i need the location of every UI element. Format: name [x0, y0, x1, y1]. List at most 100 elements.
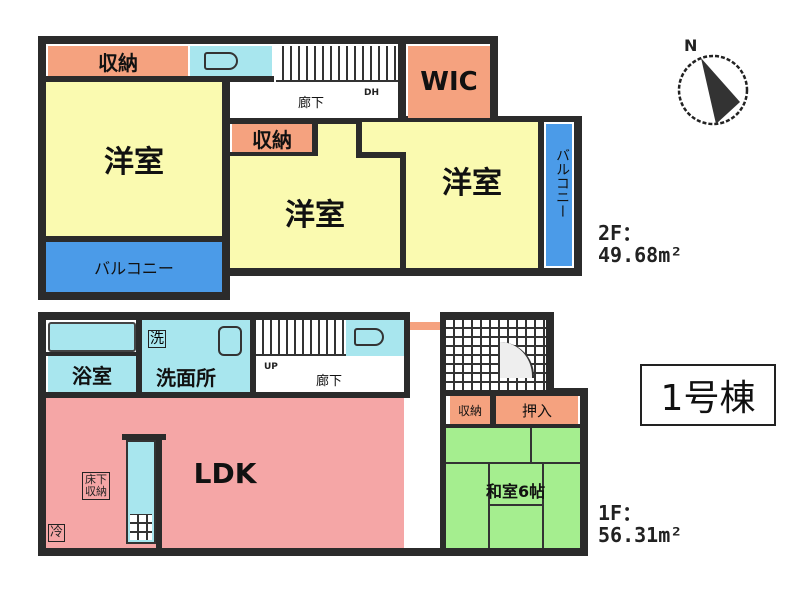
- wall: [38, 36, 498, 44]
- hallway-1f: UP 廊下: [256, 358, 404, 396]
- storage-2f-top-left: 収納: [48, 46, 188, 76]
- washer-mark: 洗: [148, 330, 166, 348]
- north-arrow-icon: [677, 54, 749, 126]
- fridge-mark: 冷: [48, 524, 66, 542]
- floor-2-label: 2F：: [598, 221, 643, 245]
- storage-2f-middle: 収納: [232, 124, 312, 152]
- dh-label: DH: [364, 88, 380, 98]
- wall: [136, 320, 142, 398]
- balcony-2f-right: バルコニー: [546, 124, 572, 266]
- tatami-line: [446, 462, 580, 464]
- kitchen-counter: [126, 440, 156, 544]
- room-label: 廊下: [298, 96, 325, 111]
- staircase-1f: [256, 320, 346, 356]
- wall: [538, 120, 544, 272]
- floor-2-area: 2F： 49.68m²: [598, 222, 682, 266]
- closet-oshiire: 押入: [496, 396, 578, 424]
- wall: [156, 434, 162, 548]
- wall: [312, 122, 318, 156]
- room-label: 洋室: [442, 166, 502, 201]
- wall: [46, 392, 410, 398]
- room-label: 和室6帖: [486, 482, 546, 501]
- compass-north-label: N: [684, 36, 698, 55]
- hallway-2f: 廊下 DH: [228, 84, 398, 118]
- western-room-2: 洋室: [230, 156, 400, 268]
- bathroom: 浴室: [48, 356, 136, 392]
- room-label: 浴室: [72, 363, 112, 388]
- floor-1-area-value: 56.31m²: [598, 523, 683, 547]
- western-room-3: 洋室: [406, 122, 538, 268]
- wall: [230, 152, 314, 156]
- wall: [222, 82, 230, 300]
- wall: [400, 152, 406, 272]
- western-room-3-upper: [362, 122, 406, 152]
- wall: [442, 312, 552, 320]
- entrance-porch: [446, 320, 500, 390]
- wall: [356, 152, 406, 158]
- kitchen-counter-wall: [122, 434, 166, 440]
- wall: [38, 36, 46, 300]
- room-label: 洋室: [104, 145, 164, 180]
- toilet-icon: [354, 328, 384, 346]
- toilet-icon: [204, 52, 238, 70]
- wall: [46, 352, 138, 356]
- storage-1f: 収納: [450, 396, 490, 424]
- room-label: 収納: [252, 127, 292, 152]
- floor-1-plan: 浴室 洗 洗面所 UP 廊下 LDK 床下収納 冷 収納 押入: [38, 312, 588, 568]
- tatami-line: [488, 464, 490, 548]
- tatami-line: [542, 464, 544, 548]
- wall: [38, 236, 230, 242]
- wall: [398, 36, 406, 122]
- bathtub: [48, 322, 136, 352]
- room-label: 収納: [98, 50, 138, 75]
- compass: N: [676, 36, 750, 126]
- wall: [38, 312, 46, 556]
- floor-2-plan: 収納 WIC 廊下 DH 洋室 バルコニー 収納 洋室 洋室: [38, 36, 586, 304]
- wall: [38, 76, 274, 82]
- wall: [250, 320, 256, 398]
- wall: [38, 312, 408, 320]
- toilet-1f: [346, 320, 406, 356]
- sink-icon: [218, 326, 242, 356]
- entrance-door-icon: [500, 342, 534, 378]
- room-label: 押入: [521, 401, 552, 420]
- room-label: 洗面所: [156, 366, 216, 390]
- room-label: 洋室: [285, 198, 345, 233]
- floor-2-area-value: 49.68m²: [598, 243, 683, 267]
- wall: [404, 312, 410, 398]
- underfloor-storage-mark: 床下収納: [82, 472, 110, 500]
- wall: [38, 548, 588, 556]
- entrance-shelf: [410, 322, 440, 330]
- wall: [228, 268, 580, 276]
- room-label: バルコニー: [94, 259, 174, 278]
- western-room-1: 洋室: [46, 82, 222, 236]
- wall: [490, 396, 496, 426]
- wall: [228, 118, 360, 124]
- floor-1-area: 1F： 56.31m²: [598, 502, 682, 546]
- stove-icon: [130, 514, 152, 540]
- floor-1-label: 1F：: [598, 501, 643, 525]
- wall: [546, 312, 554, 392]
- room-label: バルコニー: [554, 148, 570, 218]
- room-label: LDK: [193, 456, 257, 490]
- building-number: 1号棟: [660, 378, 756, 419]
- wall: [356, 120, 362, 156]
- ldk: LDK: [46, 398, 404, 548]
- walk-in-closet: WIC: [408, 46, 490, 118]
- wall: [38, 292, 228, 300]
- wall: [440, 312, 446, 556]
- wall: [446, 390, 586, 396]
- room-label: 廊下: [316, 374, 343, 389]
- building-label: 1号棟: [640, 364, 776, 426]
- porch-step: [500, 320, 546, 390]
- wall: [446, 424, 580, 428]
- tatami-line: [530, 428, 532, 462]
- washroom: 洗 洗面所: [142, 320, 250, 396]
- wall: [580, 388, 588, 556]
- wall: [358, 116, 582, 122]
- toilet-2f: [190, 46, 272, 76]
- entrance-hall: [410, 332, 440, 432]
- staircase-2f: [276, 46, 400, 82]
- wall: [574, 116, 582, 276]
- western-room-2-upper: [318, 124, 356, 158]
